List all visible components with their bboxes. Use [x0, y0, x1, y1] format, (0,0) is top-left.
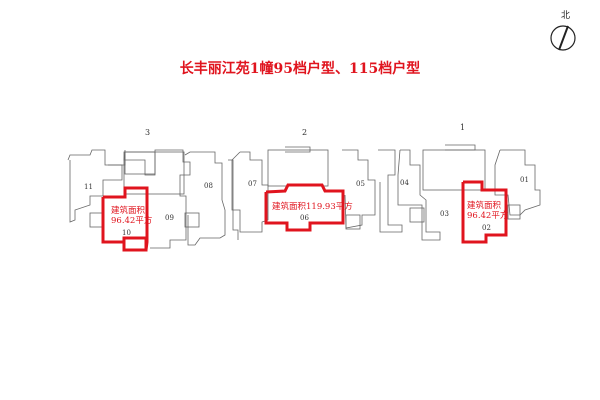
highlight-left-balcony — [122, 236, 148, 252]
unit-label: 04 — [400, 179, 409, 187]
highlight-right-area: 建筑面积 96.42平方 — [467, 201, 508, 221]
area-label: 建筑面积 — [111, 206, 146, 216]
highlight-right-outline — [461, 180, 508, 244]
unit-label: 01 — [520, 176, 529, 184]
building-number-1: 1 — [460, 123, 466, 132]
unit-label: 02 — [482, 224, 491, 232]
highlight-left-area: 建筑面积 96.42平方 — [111, 206, 152, 226]
wall-outlines — [67, 144, 541, 249]
unit-label: 03 — [440, 210, 449, 218]
highlight-middle-area: 建筑面积119.93平方 — [272, 202, 353, 212]
unit-label: 11 — [84, 183, 93, 191]
area-value: 96.42平方 — [467, 211, 509, 221]
highlight-outlines — [101, 180, 508, 252]
building-number-2: 2 — [302, 128, 308, 137]
north-label: 北 — [561, 11, 571, 21]
highlight-middle-outline — [264, 183, 345, 232]
unit-label: 07 — [248, 180, 257, 188]
unit-label: 10 — [122, 229, 131, 237]
area-label: 建筑面积119.93平方 — [272, 202, 353, 212]
area-label: 建筑面积 — [467, 201, 502, 211]
building-number-3: 3 — [145, 128, 151, 137]
area-value: 96.42平方 — [111, 216, 153, 226]
unit-label: 08 — [204, 182, 213, 190]
unit-label: 06 — [300, 214, 309, 222]
unit-label: 09 — [165, 214, 174, 222]
north-arrow-icon — [550, 25, 576, 51]
unit-label: 05 — [356, 180, 365, 188]
page-title: 长丰丽江苑1幢95档户型、115档户型 — [179, 61, 421, 77]
